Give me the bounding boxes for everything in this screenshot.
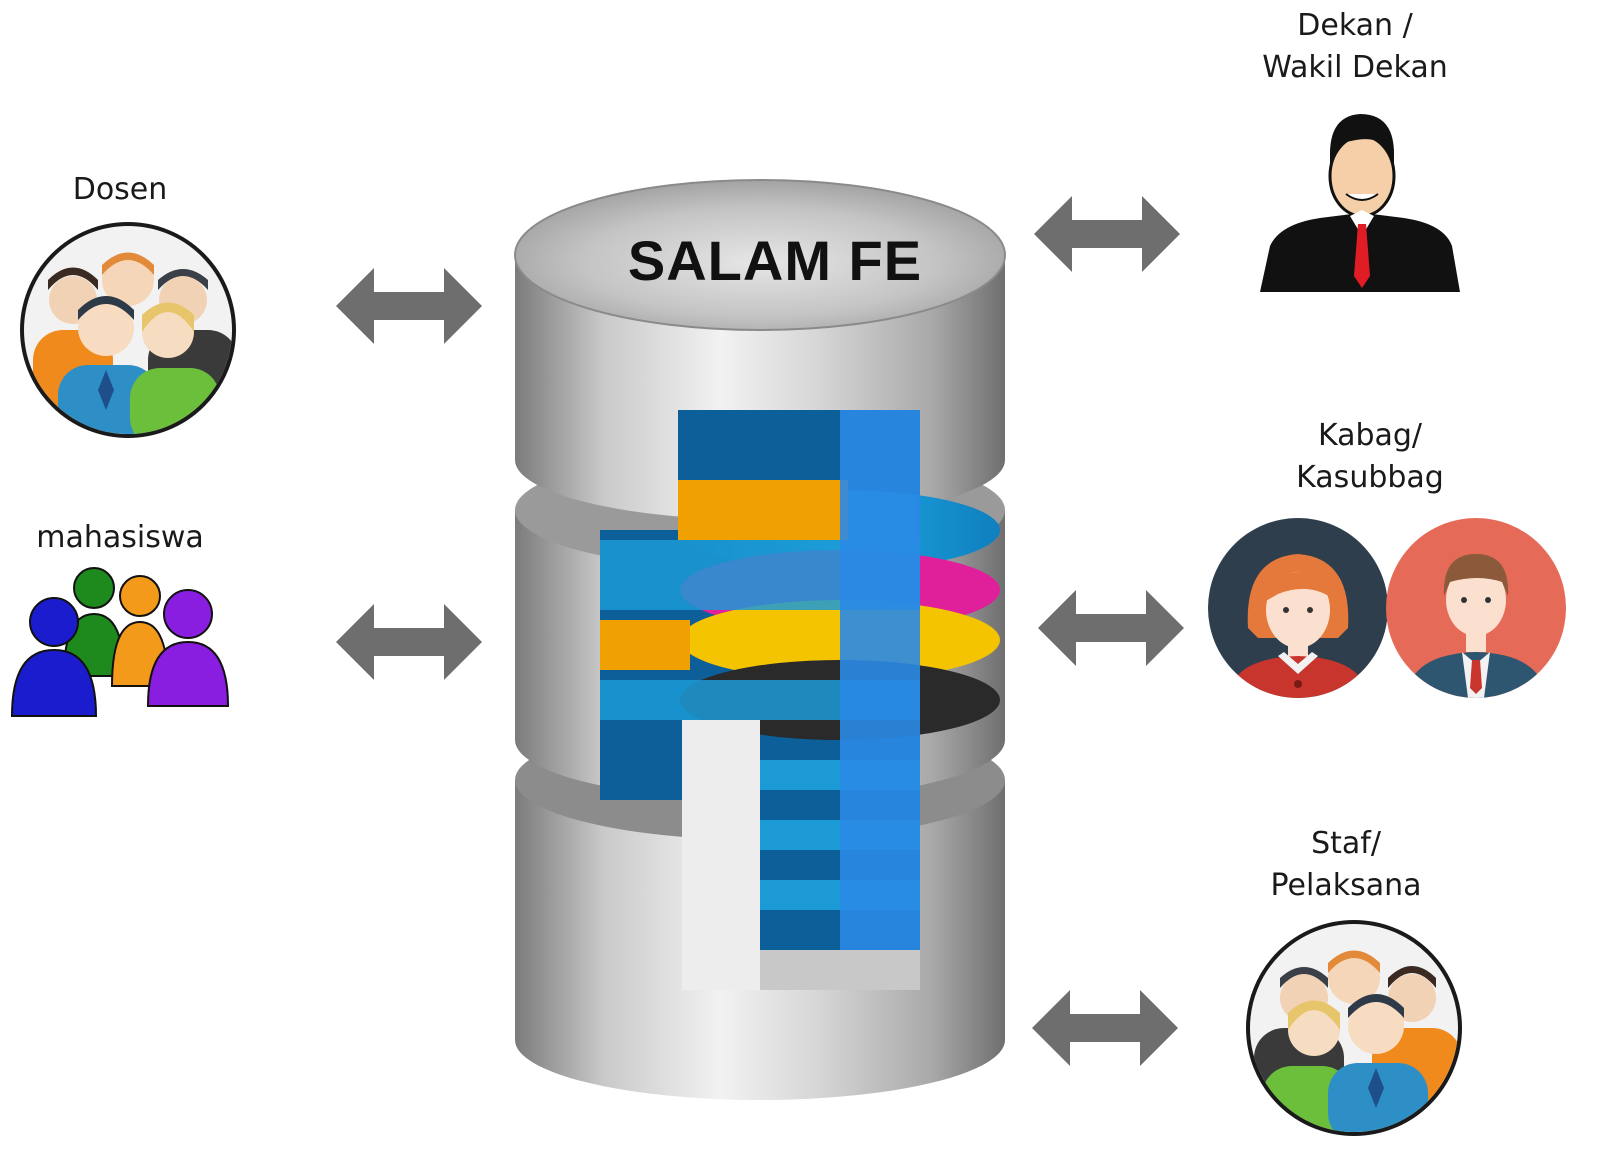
dosen-group-icon <box>20 222 236 438</box>
kabag-label-line1: Kabag/ <box>1317 418 1423 453</box>
database-title: SALAM FE <box>627 229 923 292</box>
database-icon <box>514 179 1006 1100</box>
dekan-label-line2: Wakil Dekan <box>1262 50 1448 85</box>
dosen-label: Dosen <box>72 172 168 207</box>
dekan-double-arrow-icon <box>1034 196 1180 272</box>
dekan-label-line1: Dekan / <box>1297 8 1413 43</box>
kabag-woman-avatar-icon <box>1208 518 1388 698</box>
mahasiswa-double-arrow-icon <box>336 604 482 680</box>
staf-group-icon <box>1246 920 1462 1136</box>
kabag-man-avatar-icon <box>1386 518 1566 698</box>
mahasiswa-crowd-icon <box>10 567 230 717</box>
kabag-double-arrow-icon <box>1038 590 1184 666</box>
staf-label-line2: Pelaksana <box>1270 868 1422 903</box>
dekan-businessman-icon <box>1260 114 1460 292</box>
dosen-double-arrow-icon <box>336 268 482 344</box>
mahasiswa-label: mahasiswa <box>36 520 204 555</box>
kabag-label-line2: Kasubbag <box>1296 460 1444 495</box>
staf-double-arrow-icon <box>1032 990 1178 1066</box>
staf-label-line1: Staf/ <box>1311 826 1381 861</box>
